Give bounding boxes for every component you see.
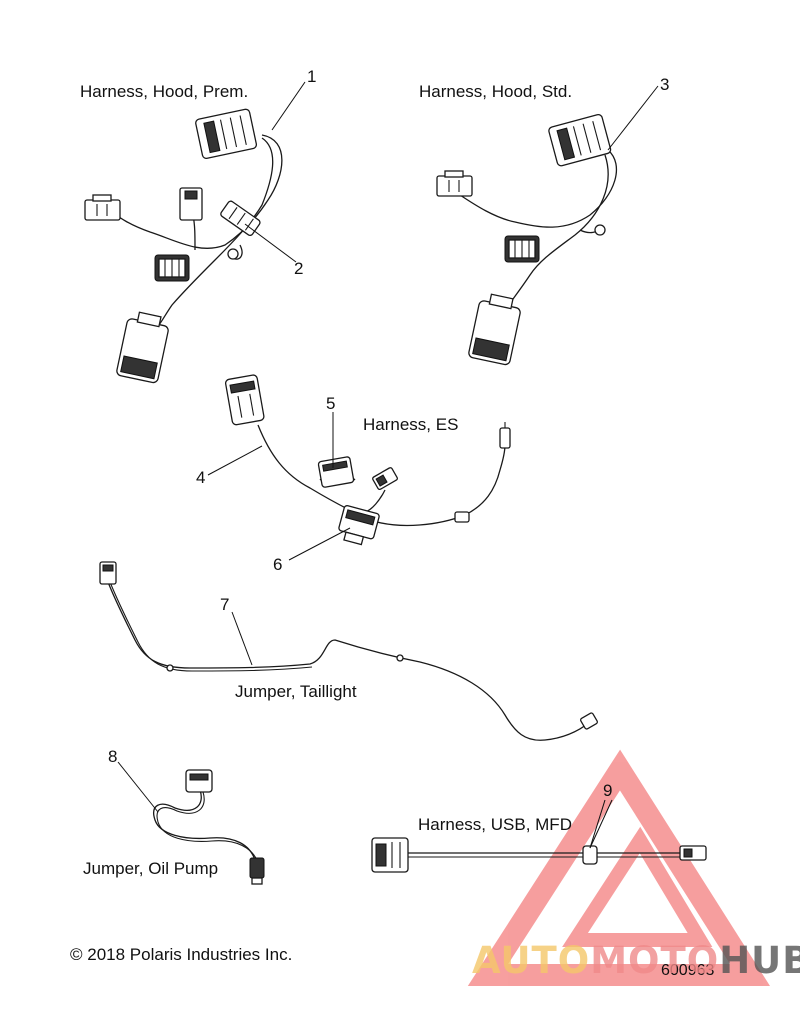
callout-6: 6 — [273, 555, 283, 574]
callout-2: 2 — [294, 259, 304, 278]
watermark-logo — [467, 749, 771, 986]
usb-connector — [679, 845, 707, 861]
connector-bottom — [468, 293, 521, 366]
label-taillight: Jumper, Taillight — [235, 682, 357, 701]
leader-lines — [117, 81, 659, 849]
connector-top — [185, 769, 213, 793]
harness-es — [224, 374, 511, 546]
callout-1: 1 — [307, 67, 317, 86]
figure-number: 600963 — [661, 962, 715, 979]
callout-9: 9 — [603, 781, 613, 800]
label-es: Harness, ES — [363, 415, 459, 434]
harness-hood-std — [436, 114, 617, 366]
connector-right-branch — [372, 467, 398, 491]
connector-mid-right — [220, 200, 261, 237]
callout-5: 5 — [326, 394, 336, 413]
connector-top — [224, 374, 265, 426]
connector-left — [84, 194, 121, 221]
label-hood-std: Harness, Hood, Std. — [419, 82, 573, 101]
jumper-oil-pump — [153, 769, 265, 885]
connector-center — [504, 235, 540, 263]
connector-bottom — [249, 857, 265, 885]
connector-large-top — [195, 108, 258, 160]
callout-4: 4 — [196, 468, 206, 487]
watermark-text: AUTOMOTOHUB — [472, 942, 800, 979]
label-hood-prem: Harness, Hood, Prem. — [80, 82, 249, 101]
harness-hood-prem — [84, 108, 283, 384]
label-usb-mfd: Harness, USB, MFD — [418, 815, 572, 834]
connector-5 — [317, 456, 355, 488]
harness-usb-mfd — [371, 837, 707, 873]
watermark-hub: HUB — [719, 939, 800, 982]
jumper-taillight — [99, 561, 598, 741]
connector-left-end — [99, 561, 117, 585]
connector-left — [371, 837, 409, 873]
watermark-auto: AUTO — [472, 939, 591, 982]
connector-6 — [338, 505, 380, 546]
connector-small-top — [179, 187, 203, 221]
connector-center — [154, 254, 190, 282]
watermark-moto: MOTO — [590, 939, 720, 982]
label-oil-pump: Jumper, Oil Pump — [83, 859, 219, 878]
connector-left — [436, 170, 473, 197]
copyright: © 2018 Polaris Industries Inc. — [70, 945, 293, 964]
connector-bottom — [116, 311, 169, 384]
connector-large-top — [548, 114, 612, 167]
callout-3: 3 — [660, 75, 670, 94]
callout-8: 8 — [108, 747, 118, 766]
callout-7: 7 — [220, 595, 230, 614]
